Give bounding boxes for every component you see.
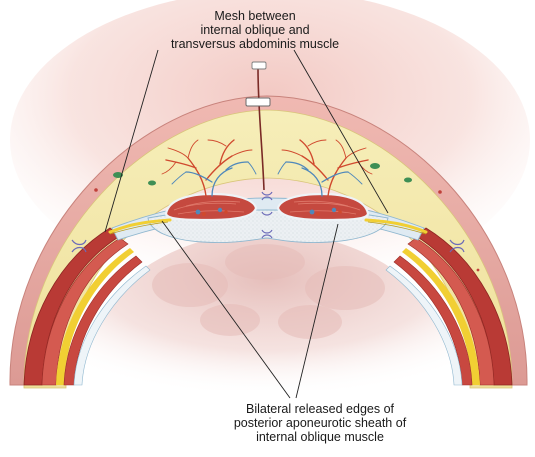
left-released-sheath-edge: [108, 218, 172, 234]
label-released-edges: Bilateral released edges of posterior ap…: [195, 402, 445, 444]
midline-sutures: [71, 191, 465, 253]
right-released-sheath-edge: [364, 218, 428, 234]
left-perforator-vessels: [161, 139, 257, 197]
label-mesh-location: Mesh between internal oblique and transv…: [150, 9, 360, 51]
label-edges-line-3: internal oblique muscle: [256, 430, 384, 444]
right-lateral-muscles: [385, 227, 513, 386]
leader-lines: [104, 49, 389, 399]
lower-retractor-tab: [245, 97, 271, 107]
upper-retractor-tab: [251, 61, 267, 70]
label-mesh-line-1: Mesh between: [214, 9, 296, 23]
midline-incision: [257, 67, 265, 191]
epigastric-vessels: [195, 207, 342, 216]
label-mesh-line-2: internal oblique and: [200, 23, 310, 37]
right-rectus-muscle: [276, 192, 370, 222]
label-edges-line-2: posterior aponeurotic sheath of: [233, 416, 407, 430]
label-mesh-line-3: transversus abdominis muscle: [170, 37, 340, 51]
left-rectus-muscle: [164, 192, 258, 222]
left-lateral-muscles: [23, 227, 151, 386]
bowel-shadows: [152, 244, 385, 339]
label-edges-line-1: Bilateral released edges of: [245, 402, 394, 416]
right-perforator-vessels: [277, 139, 373, 197]
